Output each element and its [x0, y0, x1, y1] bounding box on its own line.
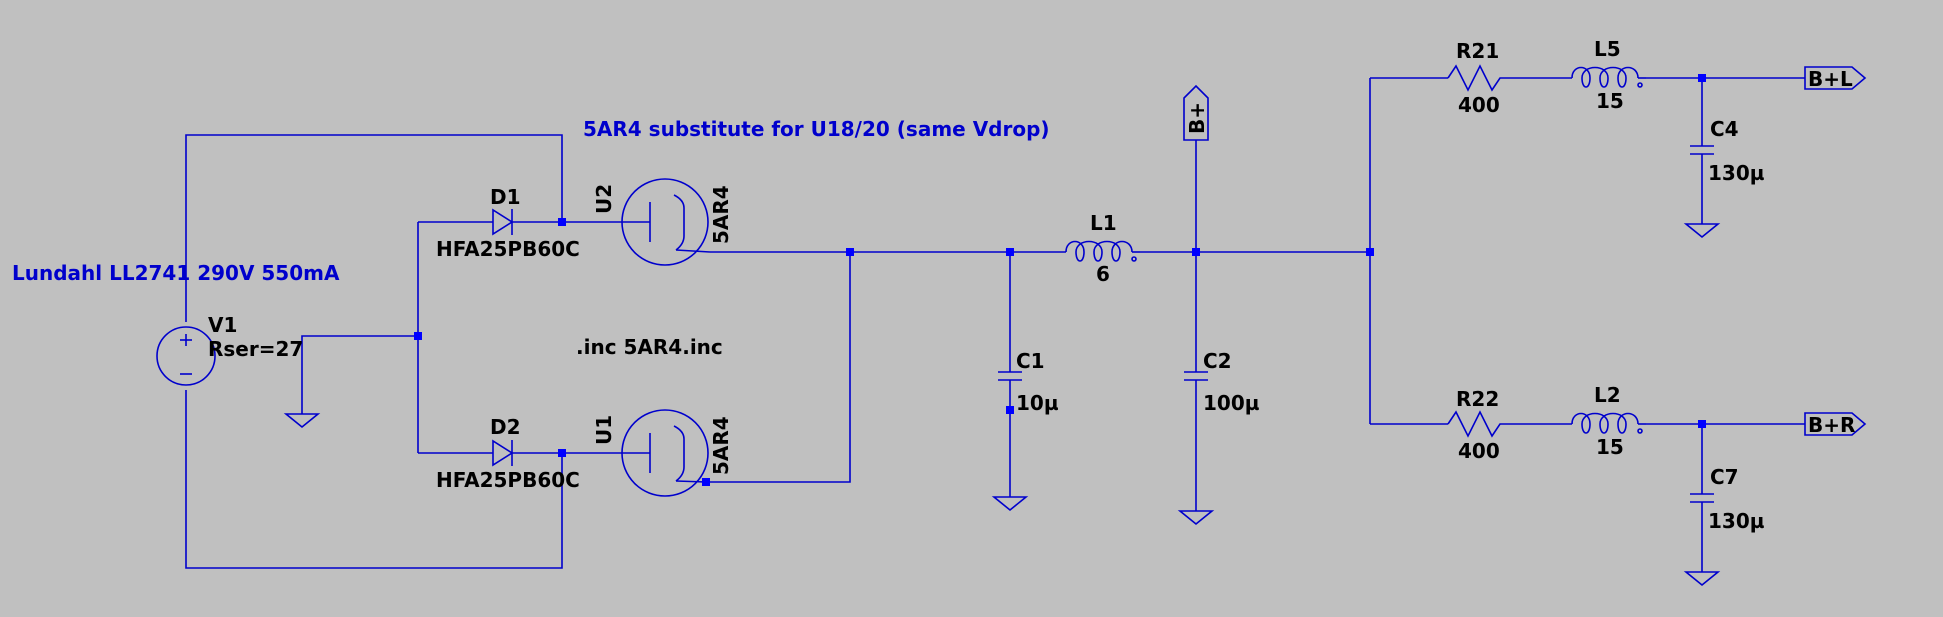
l1-value-label: 6	[1096, 262, 1110, 286]
c4-ref-label: C4	[1710, 117, 1739, 141]
r22-ref-label: R22	[1456, 387, 1499, 411]
u1-value-label: 5AR4	[709, 416, 733, 475]
ground-c1	[991, 496, 1029, 512]
inductor-l2[interactable]: L2 15	[1571, 383, 1646, 459]
inductor-l5[interactable]: L5 15	[1571, 37, 1646, 113]
wires	[185, 77, 1805, 572]
ground-c4	[1683, 223, 1721, 239]
comment-tube-note: 5AR4 substitute for U18/20 (same Vdrop)	[583, 117, 1050, 141]
l2-ref-label: L2	[1594, 383, 1621, 407]
c7-ref-label: C7	[1710, 465, 1739, 489]
c4-value-label: 130µ	[1708, 161, 1765, 185]
b-plus-label: B+	[1185, 102, 1209, 134]
u1-ref-label: U1	[592, 415, 616, 445]
inductor-l1[interactable]: L1 6	[1065, 211, 1140, 286]
c2-ref-label: C2	[1203, 349, 1232, 373]
net-flag-b-plus-left[interactable]: B+L	[1804, 66, 1867, 91]
diode-d1[interactable]: D1 HFA25PB60C	[436, 185, 580, 261]
spice-include-directive: .inc 5AR4.inc	[576, 335, 723, 359]
v1-ref-label: V1	[208, 313, 237, 337]
b-plus-right-label: B+R	[1808, 413, 1855, 437]
l1-ref-label: L1	[1090, 211, 1117, 235]
c7-value-label: 130µ	[1708, 509, 1765, 533]
voltage-source-v1[interactable]: V1 Rser=27	[156, 313, 303, 386]
l2-value-label: 15	[1596, 435, 1624, 459]
d1-ref-label: D1	[490, 185, 521, 209]
tube-u1[interactable]: U1 5AR4	[592, 409, 733, 497]
capacitor-c7[interactable]: C7 130µ	[1690, 465, 1765, 533]
ground-center-tap	[283, 413, 321, 429]
r22-value-label: 400	[1458, 439, 1500, 463]
l5-ref-label: L5	[1594, 37, 1621, 61]
ground-c7	[1683, 571, 1721, 587]
d1-value-label: HFA25PB60C	[436, 237, 580, 261]
diode-d2[interactable]: D2 HFA25PB60C	[436, 415, 580, 492]
net-flag-b-plus[interactable]: B+	[1183, 84, 1209, 141]
v1-value-label: Rser=27	[208, 337, 303, 361]
comment-transformer-note: Lundahl LL2741 290V 550mA	[12, 261, 340, 285]
resistor-r21[interactable]: R21 400	[1447, 39, 1506, 117]
u2-ref-label: U2	[592, 184, 616, 214]
c1-value-label: 10µ	[1016, 391, 1059, 415]
c2-value-label: 100µ	[1203, 391, 1260, 415]
ground-c2	[1177, 510, 1215, 526]
d2-ref-label: D2	[490, 415, 521, 439]
capacitor-c4[interactable]: C4 130µ	[1690, 117, 1765, 185]
c1-ref-label: C1	[1016, 349, 1045, 373]
u2-value-label: 5AR4	[709, 185, 733, 244]
d2-value-label: HFA25PB60C	[436, 468, 580, 492]
r21-value-label: 400	[1458, 93, 1500, 117]
capacitor-c2[interactable]: C2 100µ	[1184, 349, 1260, 415]
capacitor-c1[interactable]: C1 10µ	[998, 349, 1059, 415]
r21-ref-label: R21	[1456, 39, 1499, 63]
l5-value-label: 15	[1596, 89, 1624, 113]
tube-u2[interactable]: U2 5AR4	[592, 178, 733, 266]
resistor-r22[interactable]: R22 400	[1447, 387, 1506, 463]
net-flag-b-plus-right[interactable]: B+R	[1804, 412, 1867, 437]
b-plus-left-label: B+L	[1808, 67, 1853, 91]
